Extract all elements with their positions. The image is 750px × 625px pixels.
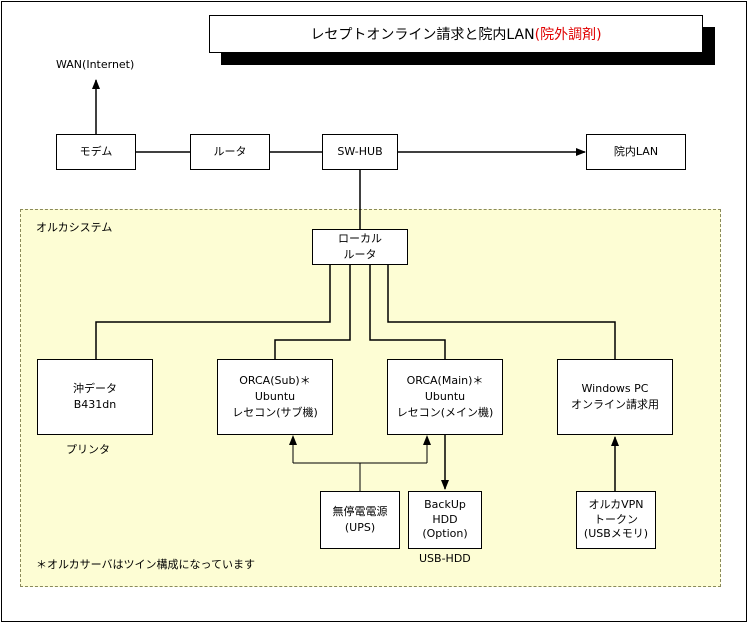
windows-pc-line1: Windows PC [581,382,649,396]
sw-hub-box: SW-HUB [322,134,398,170]
ups-line1: 無停電電源 [332,505,388,519]
windows-pc-box: Windows PC オンライン請求用 [557,359,673,435]
ups-line2: (UPS) [344,521,376,534]
orca-main-line2: Ubuntu [424,390,466,404]
lan-label: 院内LAN [613,145,659,159]
vpn-token-box: オルカVPN トークン (USBメモリ) [576,491,656,549]
local-router-printer-line [95,265,331,359]
local-router-line2: ルータ [343,248,377,261]
local-router-orca-sub-line [274,265,351,359]
router-box: ルータ [190,134,270,170]
local-router-orca-main-line [369,265,446,359]
router-label: ルータ [213,145,247,159]
local-router-line1: ローカル [338,232,382,246]
printer-line2: B431dn [73,398,117,411]
orca-sub-line1: ORCA(Sub)＊ [239,374,311,388]
printer-box: 沖データ B431dn [37,359,153,435]
backup-caption: USB-HDD [419,552,471,565]
vpn-line2: トークン [594,512,638,526]
title-main: レセプトオンライン請求と院内LAN [310,27,535,43]
backup-line3: (Option) [422,527,468,541]
local-router-box: ローカル ルータ [312,229,408,265]
printer-caption: プリンタ [66,443,110,456]
ups-box: 無停電電源 (UPS) [320,491,400,549]
orca-sub-line3: レセコン(サブ機) [232,405,318,419]
lan-box: 院内LAN [586,134,686,170]
backup-line1: BackUp [424,497,466,511]
orca-main-line1: ORCA(Main)＊ [406,374,484,388]
modem-label: モデム [79,145,113,159]
title-suffix: (院外調剤) [534,27,602,43]
backup-line2: HDD [432,512,458,526]
orca-sub-line2: Ubuntu [254,390,296,404]
orca-sub-box: ORCA(Sub)＊ Ubuntu レセコン(サブ機) [217,359,333,435]
backup-hdd-box: BackUp HDD (Option) [408,491,482,549]
orca-main-line3: レセコン(メイン機) [396,405,494,419]
footnote: ＊オルカサーバはツイン構成になっています [36,558,256,571]
orca-main-box: ORCA(Main)＊ Ubuntu レセコン(メイン機) [387,359,503,435]
diagram-title: レセプトオンライン請求と院内LAN(院外調剤) [209,15,703,53]
local-router-windows-line [387,265,616,359]
modem-box: モデム [56,134,136,170]
vpn-line1: オルカVPN [588,497,644,511]
windows-pc-line2: オンライン請求用 [571,398,659,411]
printer-line1: 沖データ [73,382,117,396]
wan-label: WAN(Internet) [56,58,135,71]
sw-hub-label: SW-HUB [337,145,383,159]
vpn-line3: (USBメモリ) [583,527,649,541]
region-label: オルカシステム [36,221,113,234]
